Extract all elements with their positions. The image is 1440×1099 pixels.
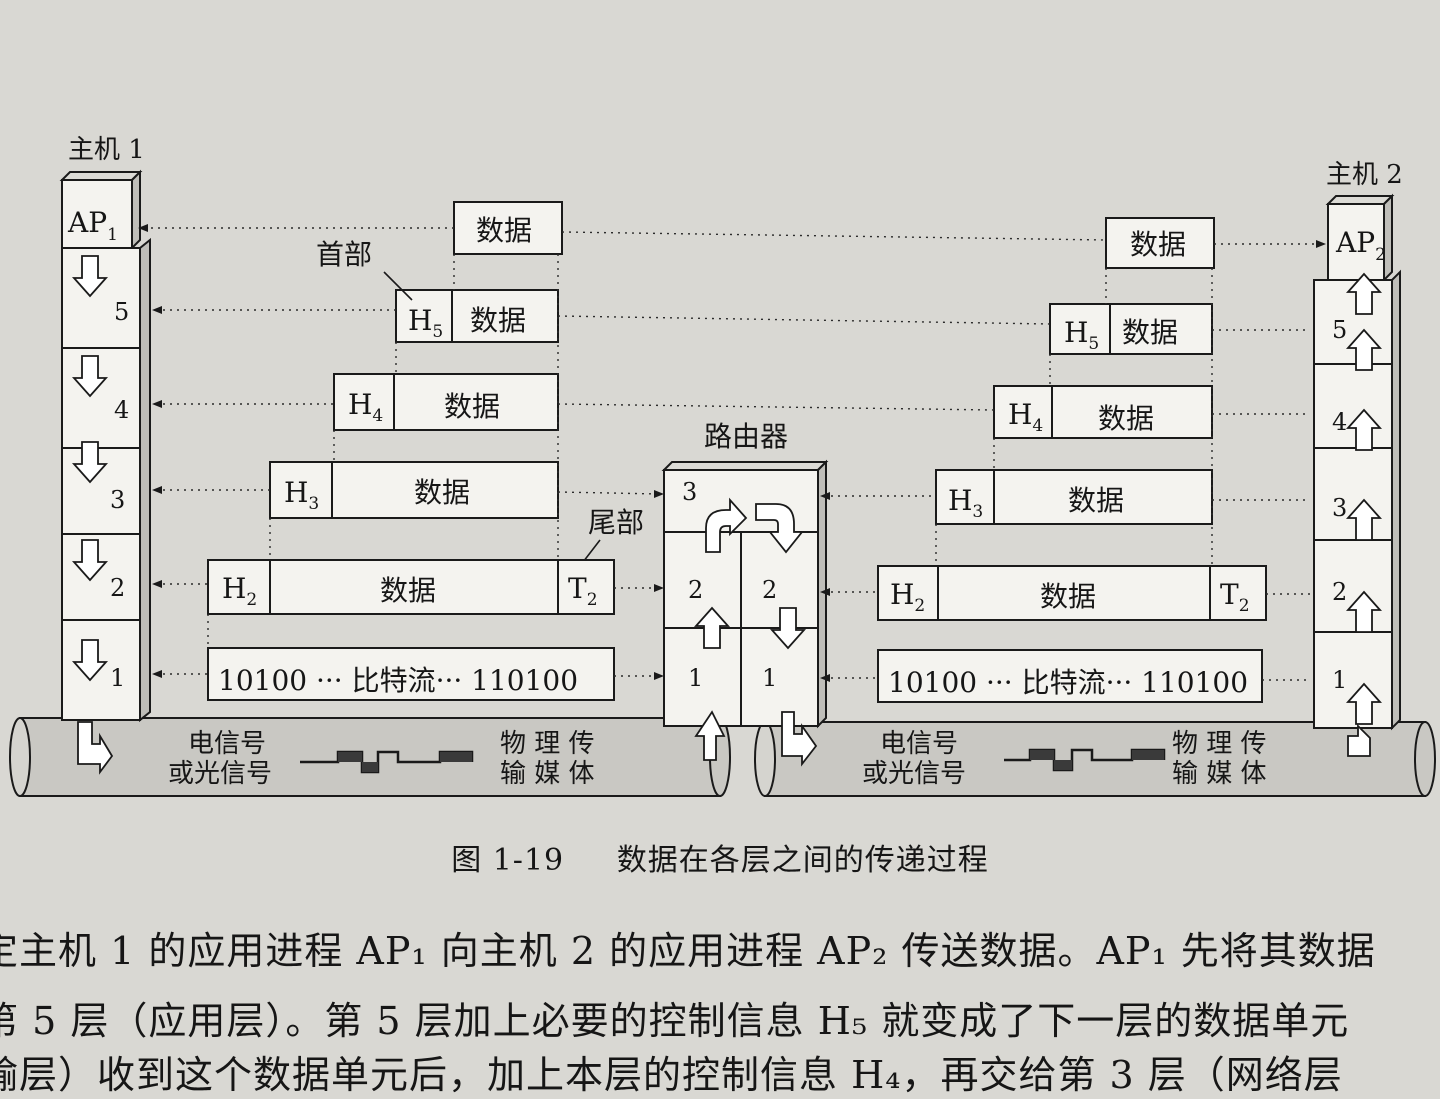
host2-h3: H3	[948, 484, 983, 522]
host1-layer4: 4	[114, 396, 129, 424]
router-layer1-right: 1	[762, 664, 777, 692]
medium-label-left-2: 输 媒 体	[500, 759, 595, 789]
host1-h3: H3	[284, 476, 319, 514]
host1-unit-1: 10100 ··· 比特流··· 110100	[207, 647, 615, 701]
host2-t2: T2	[1220, 578, 1250, 616]
host2-unit-2: H2 数据 T2	[877, 565, 1267, 621]
host2-unit-1: 10100 ··· 比特流··· 110100	[877, 649, 1263, 703]
signal-label-left-2: 或光信号	[168, 759, 272, 789]
body-text-line-2: 第 5 层（应用层）。第 5 层加上必要的控制信息 H₅ 就变成了下一层的数据单…	[0, 999, 1350, 1043]
host2-label: 主机 2	[1326, 160, 1403, 190]
host1-data-2: 数据	[380, 574, 436, 607]
body-text-line-1: 定主机 1 的应用进程 AP₁ 向主机 2 的应用进程 AP₂ 传送数据。AP₁…	[0, 929, 1376, 973]
host1-layer2: 2	[110, 574, 125, 602]
host2-h4: H4	[1008, 398, 1043, 436]
router-layer3: 3	[682, 478, 697, 506]
router-layer2-left: 2	[688, 576, 703, 604]
host2-data-ap: 数据	[1130, 228, 1186, 261]
router: 路由器 3 2 2 1 1	[661, 420, 829, 767]
host1-data-5: 数据	[470, 304, 526, 337]
host2-unit-4: H4 数据	[993, 385, 1213, 439]
router-label: 路由器	[704, 420, 788, 453]
host1-unit-ap: 数据	[453, 201, 563, 255]
arrowheads	[138, 224, 1326, 682]
medium-label-left-1: 物 理 传	[500, 729, 595, 759]
figure-caption: 图 1-19 数据在各层之间的传递过程	[0, 835, 1440, 879]
host1-bitstream: 10100 ··· 比特流··· 110100	[218, 664, 578, 697]
host2-unit-3: H3 数据	[935, 469, 1213, 525]
host1-unit-3: H3 数据	[269, 461, 559, 519]
square-wave-left	[300, 750, 474, 774]
host1-data-3: 数据	[414, 476, 470, 509]
trailer-label: 尾部	[588, 506, 644, 539]
layer-transfer-diagram: 主机 1 主机 2 电信号 或光信号 物 理 传 输 媒 体 电信号 或光信号 …	[9, 135, 1436, 797]
host2-data-5: 数据	[1122, 316, 1178, 349]
host1-unit-5: H5 数据	[395, 289, 559, 343]
figure-number: 图 1-19	[451, 843, 565, 878]
host2-layer1: 1	[1332, 666, 1347, 694]
host1-data-ap: 数据	[476, 214, 532, 247]
host2-bitstream: 10100 ··· 比特流··· 110100	[888, 666, 1248, 699]
medium-label-right-2: 输 媒 体	[1172, 759, 1267, 789]
host2-ap-label: AP2	[1335, 226, 1386, 265]
host2-stack: AP2 5 4 3 2 1	[1313, 193, 1401, 757]
host2-data-2: 数据	[1040, 580, 1096, 613]
host1-label: 主机 1	[68, 135, 145, 165]
host2-h5: H5	[1064, 316, 1099, 354]
medium-pipe-left	[9, 717, 731, 797]
host1-data-4: 数据	[444, 390, 500, 423]
router-layer2-right: 2	[762, 576, 777, 604]
signal-label-right-2: 或光信号	[862, 759, 966, 789]
host1-unit-4: H4 数据	[333, 373, 559, 431]
host1-h4: H4	[348, 388, 383, 426]
host2-layer4: 4	[1332, 408, 1347, 436]
host2-layer2: 2	[1332, 578, 1347, 606]
square-wave-right	[1004, 748, 1166, 772]
host2-unit-ap: 数据	[1105, 217, 1215, 269]
host2-unit-5: H5 数据	[1049, 303, 1213, 355]
host1-ap-label: AP1	[67, 206, 118, 245]
host2-layer5: 5	[1332, 316, 1347, 344]
signal-label-left-1: 电信号	[188, 729, 266, 759]
signal-label-right-1: 电信号	[880, 729, 958, 759]
host1-stack: AP1 5 4 3 2 1	[59, 169, 151, 775]
host2-layer3: 3	[1332, 494, 1347, 522]
host2-data-3: 数据	[1068, 484, 1124, 517]
host2-data-4: 数据	[1098, 402, 1154, 435]
host1-layer3: 3	[110, 486, 125, 514]
figure-title: 数据在各层之间的传递过程	[616, 843, 989, 878]
body-text-line-3: 输层）收到这个数据单元后，加上本层的控制信息 H₄，再交给第 3 层（网络层	[0, 1053, 1343, 1097]
router-layer1-left: 1	[688, 664, 703, 692]
header-label: 首部	[316, 238, 372, 271]
host1-layer1: 1	[110, 664, 125, 692]
host1-unit-2: H2 数据 T2	[207, 559, 615, 615]
host2-h2: H2	[890, 578, 925, 616]
host1-h5: H5	[408, 304, 443, 342]
host1-h2: H2	[222, 572, 257, 610]
medium-label-right-1: 物 理 传	[1172, 729, 1267, 759]
host1-layer5: 5	[114, 298, 129, 326]
host1-t2: T2	[568, 572, 598, 610]
dotted-connectors	[144, 227, 1322, 681]
